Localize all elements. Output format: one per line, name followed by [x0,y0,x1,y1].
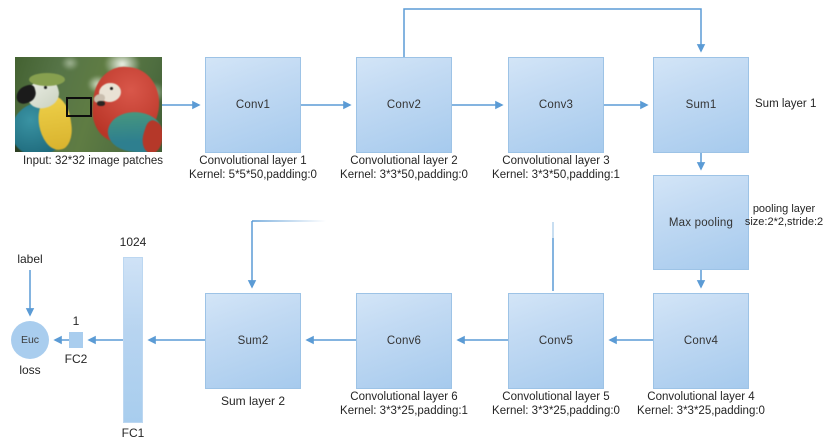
node-conv2-label: Conv2 [386,99,422,111]
node-maxpool: Max pooling [653,175,749,270]
fc2-box [69,332,83,348]
side-label-pooling-line1: pooling layer [752,203,816,215]
label-input-text: label [17,252,43,266]
caption-conv5-line1: Convolutional layer 5 [502,391,610,403]
node-sum1-label: Sum1 [685,99,717,111]
caption-conv1-line2: Kernel: 5*5*50,padding:0 [189,169,317,182]
caption-conv2: Convolutional layer 2 Kernel: 3*3*50,pad… [319,154,489,183]
node-maxpool-label: Max pooling [668,216,734,229]
left-parrot-crown [29,73,65,86]
caption-conv6-line1: Convolutional layer 6 [350,391,458,403]
side-label-sum1: Sum layer 1 [755,98,817,110]
patch-rectangle [66,97,92,117]
node-sum2-label: Sum2 [237,335,269,347]
caption-conv5-line2: Kernel: 3*3*25,padding:0 [492,405,620,418]
left-parrot-eye [44,86,47,89]
right-parrot-eye [110,87,113,90]
node-conv1-label: Conv1 [235,99,271,111]
node-conv4: Conv4 [653,293,749,389]
side-label-pooling-line2: size:2*2,stride:2 [744,216,824,229]
fc1-size-label: 1024 [119,235,147,249]
caption-conv4-line1: Convolutional layer 4 [647,391,755,403]
node-conv6-label: Conv6 [386,335,422,347]
node-conv3-label: Conv3 [538,99,574,111]
caption-conv1-line1: Convolutional layer 1 [199,155,307,167]
node-conv4-label: Conv4 [683,335,719,347]
caption-conv6: Convolutional layer 6 Kernel: 3*3*25,pad… [319,390,489,419]
caption-conv4: Convolutional layer 4 Kernel: 3*3*25,pad… [616,390,786,419]
caption-conv3-line1: Convolutional layer 3 [502,155,610,167]
euc-label: Euc [20,334,40,346]
node-conv6: Conv6 [356,293,452,389]
fc2-size-label: 1 [72,314,80,328]
caption-conv5: Convolutional layer 5 Kernel: 3*3*25,pad… [471,390,641,419]
fc1-name-label: FC1 [121,426,145,440]
input-image [15,57,162,152]
parrots-illustration [15,57,162,152]
node-conv2: Conv2 [356,57,452,153]
node-conv3: Conv3 [508,57,604,153]
euc-loss-node: Euc [11,321,49,359]
node-conv5-label: Conv5 [538,335,574,347]
node-conv1: Conv1 [205,57,301,153]
caption-conv6-line2: Kernel: 3*3*25,padding:1 [340,405,468,418]
fc2-name-label: FC2 [64,352,88,366]
caption-conv2-line2: Kernel: 3*3*50,padding:0 [340,169,468,182]
caption-sum2: Sum layer 2 [220,394,286,408]
caption-conv3: Convolutional layer 3 Kernel: 3*3*50,pad… [471,154,641,183]
fc1-bar [123,257,143,423]
right-parrot-lower-beak [97,101,105,106]
caption-conv2-line1: Convolutional layer 2 [350,155,458,167]
node-sum1: Sum1 [653,57,749,153]
caption-conv4-line2: Kernel: 3*3*25,padding:0 [637,405,765,418]
side-label-pooling: pooling layer size:2*2,stride:2 [740,203,828,230]
node-sum2: Sum2 [205,293,301,389]
right-parrot-beak [94,94,105,103]
caption-conv1: Convolutional layer 1 Kernel: 5*5*50,pad… [168,154,338,183]
caption-conv3-line2: Kernel: 3*3*50,padding:1 [492,169,620,182]
node-conv5: Conv5 [508,293,604,389]
skip-conv2-sum1 [403,8,706,57]
loss-caption: loss [19,363,41,377]
input-caption: Input: 32*32 image patches [22,155,164,167]
